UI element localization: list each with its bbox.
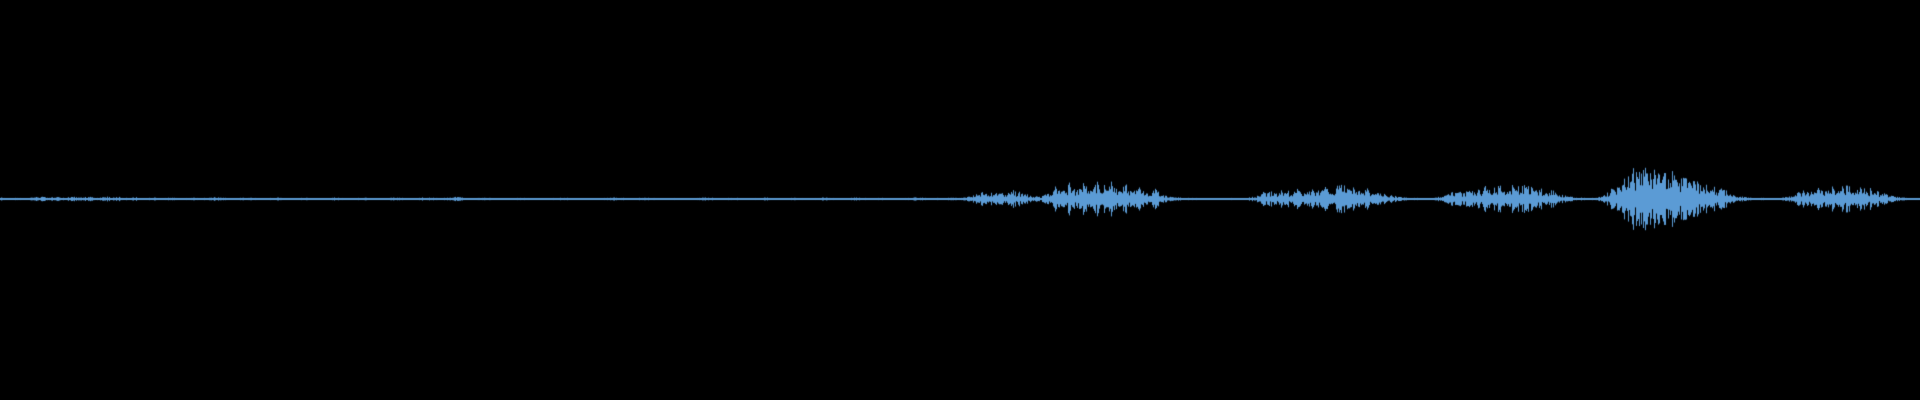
waveform-canvas[interactable] [0,0,1920,400]
waveform-viewer[interactable] [0,0,1920,400]
